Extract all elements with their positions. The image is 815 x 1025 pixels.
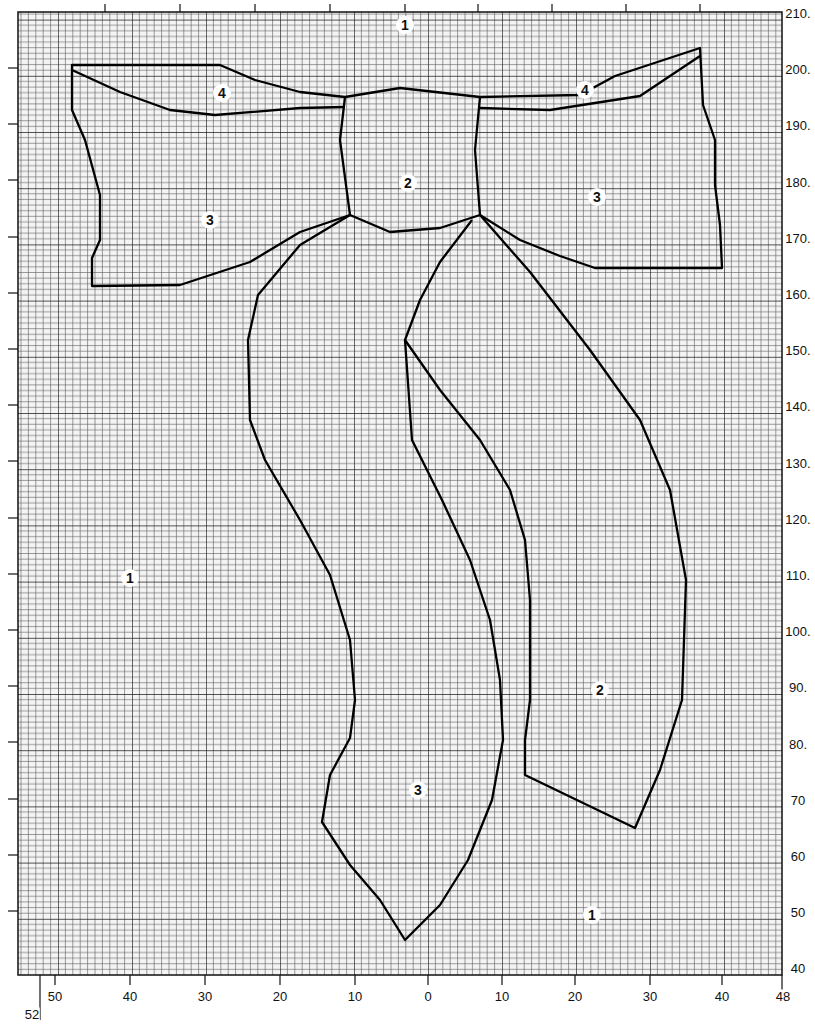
region-number: 2	[399, 174, 417, 192]
region-number: 3	[588, 188, 606, 206]
axis-number: 170.	[784, 231, 811, 244]
axis-number: 210.	[784, 7, 811, 20]
bow-outline	[72, 48, 722, 940]
region-number: 1	[396, 16, 414, 34]
axis-number: 140.	[784, 400, 811, 413]
axis-number: 130.	[784, 456, 811, 469]
axis-number: 10	[494, 990, 510, 1003]
region-number: 2	[591, 681, 609, 699]
axis-number: 90.	[788, 681, 808, 694]
axis-number: 30	[197, 990, 213, 1003]
axis-ticks	[8, 4, 782, 1020]
stitch-grid	[18, 12, 782, 975]
axis-number: 70	[790, 793, 806, 806]
axis-number: 10	[347, 990, 363, 1003]
axis-number: 0	[423, 990, 432, 1003]
axis-number: 160.	[784, 288, 811, 301]
axis-number: 150.	[784, 344, 811, 357]
axis-number: 190.	[784, 119, 811, 132]
axis-number: 30	[642, 990, 658, 1003]
axis-number: 40	[714, 990, 730, 1003]
axis-number: 52	[24, 1008, 40, 1021]
axis-number: 20	[567, 990, 583, 1003]
region-number: 1	[583, 906, 601, 924]
axis-number: 120.	[784, 512, 811, 525]
axis-number: 50	[47, 990, 63, 1003]
axis-number: 60	[790, 850, 806, 863]
region-number: 1	[121, 569, 139, 587]
axis-number: 48	[775, 990, 791, 1003]
axis-number: 40	[790, 962, 806, 975]
region-number: 3	[201, 211, 219, 229]
region-number: 3	[409, 781, 427, 799]
region-number: 4	[576, 81, 594, 99]
axis-number: 200.	[784, 63, 811, 76]
axis-number: 180.	[784, 175, 811, 188]
axis-number: 20	[272, 990, 288, 1003]
axis-number: 110.	[785, 569, 811, 582]
axis-number: 80.	[788, 737, 808, 750]
axis-number: 40	[122, 990, 138, 1003]
grid-ground	[18, 12, 782, 975]
axis-number: 100.	[784, 625, 811, 638]
region-number: 4	[213, 84, 231, 102]
axis-number: 50	[790, 906, 806, 919]
